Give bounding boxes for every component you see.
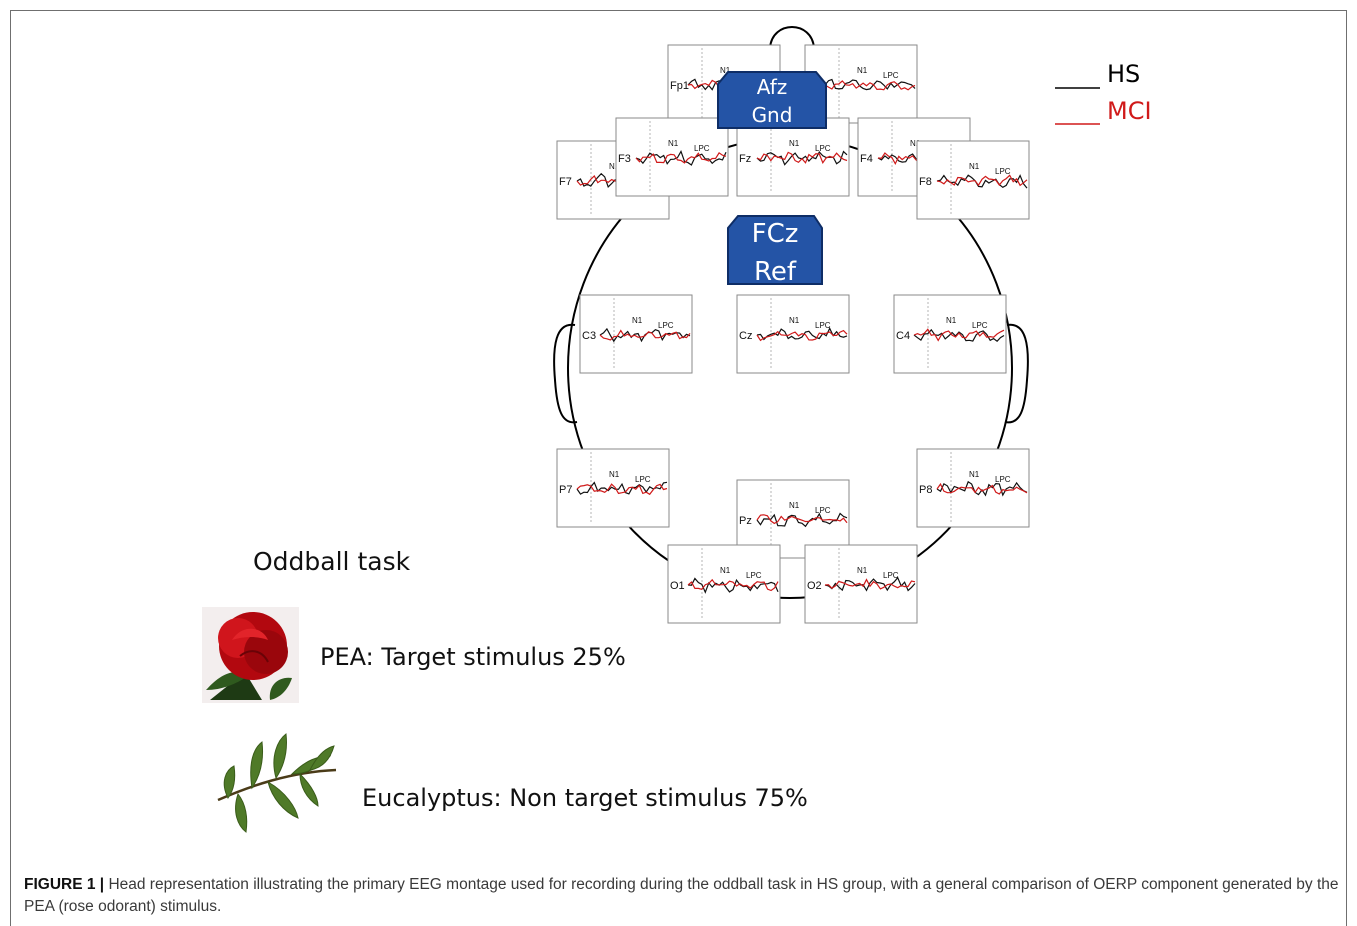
electrode-panels: Fp1N1LPCN1LPCF7N1LPCF3N1LPCFzN1LPCF4N1LP… (556, 44, 1030, 624)
lpc-label: LPC (815, 144, 831, 153)
mci-trace-c4 (913, 328, 1005, 342)
hs-trace-pz (756, 512, 848, 528)
left-ear-icon (553, 323, 578, 424)
mci-trace-p8 (936, 482, 1028, 495)
mci-trace-f3 (635, 152, 727, 164)
electrode-label-f7: F7 (559, 176, 572, 188)
legend: HS MCI (1055, 60, 1152, 125)
rose-image (202, 607, 299, 703)
reference-electrode-box: FCz Ref (727, 215, 823, 287)
n1-label: N1 (720, 66, 731, 75)
n1-label: N1 (609, 470, 620, 479)
legend-hs-label: HS (1107, 60, 1140, 88)
n1-label: N1 (857, 566, 868, 575)
n1-label: N1 (857, 66, 868, 75)
n1-label: N1 (789, 139, 800, 148)
eucalyptus-image (217, 733, 337, 833)
mci-trace-o1 (687, 578, 779, 592)
electrode-label-p8: P8 (919, 484, 932, 496)
mci-trace-f8 (936, 174, 1028, 187)
lpc-label: LPC (694, 144, 710, 153)
ground-label-line1: Afz (757, 75, 788, 99)
lpc-label: LPC (658, 321, 674, 330)
hs-trace-cz (756, 327, 848, 341)
electrode-label-fz: Fz (739, 153, 751, 165)
n1-label: N1 (789, 316, 800, 325)
figure-caption: FIGURE 1 | Head representation illustrat… (24, 874, 1339, 918)
mci-trace-cz (756, 329, 848, 342)
hs-trace-f3 (635, 149, 727, 166)
electrode-label-p7: P7 (559, 484, 572, 496)
electrode-label-cz: Cz (739, 330, 752, 342)
hs-trace-o2 (824, 576, 916, 592)
n1-label: N1 (632, 316, 643, 325)
lpc-label: LPC (746, 571, 762, 580)
oddball-task-title: Oddball task (253, 547, 411, 576)
n1-label: N1 (720, 566, 731, 575)
mci-trace-pz (756, 514, 848, 525)
ground-electrode-box: Afz Gnd (717, 71, 827, 129)
n1-label: N1 (946, 316, 957, 325)
nose-icon (769, 26, 815, 49)
lpc-label: LPC (635, 475, 651, 484)
lpc-label: LPC (883, 571, 899, 580)
n1-label: N1 (969, 162, 980, 171)
n1-label: N1 (609, 162, 620, 171)
n1-label: N1 (910, 139, 921, 148)
mci-trace-fz (756, 151, 848, 164)
n1-label: N1 (668, 139, 679, 148)
n1-label: N1 (789, 501, 800, 510)
reference-label-line2: Ref (754, 257, 797, 287)
lpc-label: LPC (995, 167, 1011, 176)
nontarget-stimulus-text: Eucalyptus: Non target stimulus 75% (362, 784, 808, 812)
hs-trace-p8 (936, 480, 1028, 497)
right-ear-icon (1004, 323, 1029, 424)
hs-trace-fp2 (824, 78, 916, 91)
legend-mci-label: MCI (1107, 97, 1152, 125)
hs-trace-c3 (599, 327, 691, 343)
n1-label: N1 (969, 470, 980, 479)
electrode-label-f3: F3 (618, 153, 631, 165)
lpc-label: LPC (815, 321, 831, 330)
reference-label-line1: FCz (752, 219, 799, 249)
lpc-label: LPC (972, 321, 988, 330)
caption-label: FIGURE 1 | (24, 876, 105, 893)
caption-text: Head representation illustrating the pri… (24, 876, 1339, 915)
electrode-label-pz: Pz (739, 515, 752, 527)
target-stimulus-text: PEA: Target stimulus 25% (320, 643, 626, 671)
mci-trace-fp2 (824, 80, 916, 91)
lpc-label: LPC (815, 506, 831, 515)
mci-trace-p7 (576, 483, 668, 496)
hs-trace-p7 (576, 481, 668, 495)
electrode-label-c3: C3 (582, 330, 596, 342)
electrode-label-c4: C4 (896, 330, 910, 342)
lpc-label: LPC (883, 71, 899, 80)
mci-trace-o2 (824, 578, 916, 590)
electrode-label-f8: F8 (919, 176, 932, 188)
electrode-label-fp1: Fp1 (670, 80, 689, 92)
figure-frame (10, 10, 1347, 926)
lpc-label: LPC (995, 475, 1011, 484)
mci-trace-c3 (599, 329, 691, 341)
electrode-label-o2: O2 (807, 580, 822, 592)
electrode-label-o1: O1 (670, 580, 685, 592)
electrode-label-f4: F4 (860, 153, 873, 165)
ground-label-line2: Gnd (752, 103, 793, 127)
